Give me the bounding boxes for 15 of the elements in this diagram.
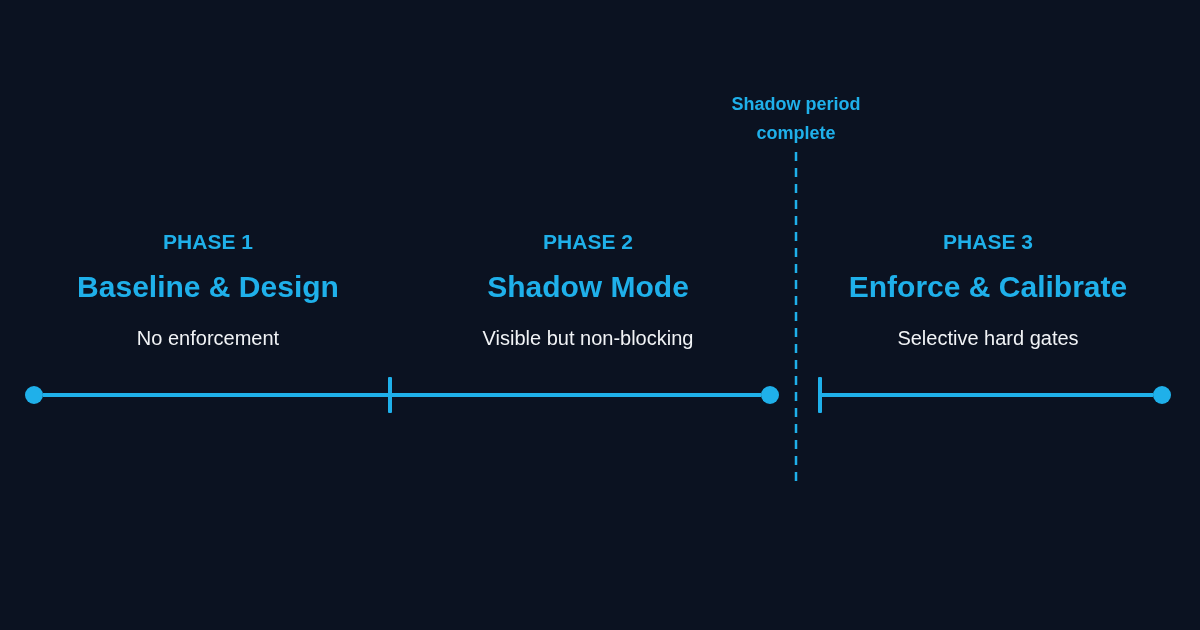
- timeline-segment: [822, 393, 1153, 397]
- timeline-tick: [818, 377, 822, 413]
- phase-description: Selective hard gates: [897, 326, 1079, 351]
- timeline-segment: [392, 393, 761, 397]
- phase-description: Visible but non-blocking: [482, 326, 694, 351]
- phase-title: Enforce & Calibrate: [848, 269, 1128, 305]
- timeline-segment: [43, 393, 388, 397]
- phase-title: Baseline & Design: [77, 269, 339, 305]
- phase-number: PHASE 3: [943, 229, 1033, 255]
- phase-number: PHASE 1: [163, 229, 253, 255]
- phase-number: PHASE 2: [543, 229, 633, 255]
- milestone-label: Shadow period complete: [730, 93, 862, 145]
- phase-title: Shadow Mode: [487, 269, 689, 305]
- phase-description: No enforcement: [136, 326, 280, 351]
- timeline-tick: [388, 377, 392, 413]
